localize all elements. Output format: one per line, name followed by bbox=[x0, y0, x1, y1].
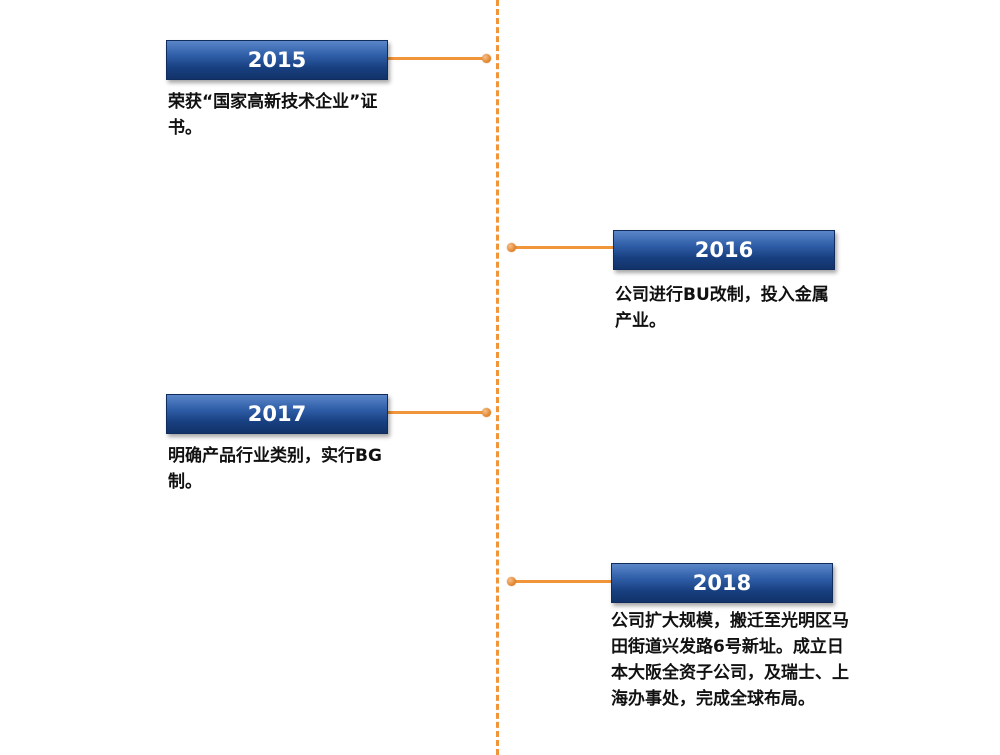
milestone-dot-2017 bbox=[482, 408, 491, 417]
year-label: 2015 bbox=[247, 48, 307, 72]
milestone-dot-2016 bbox=[507, 243, 516, 252]
year-box-2015: 2015 bbox=[166, 40, 388, 80]
milestone-dot-2018 bbox=[507, 577, 516, 586]
milestone-description-2017: 明确产品行业类别，实行BG制。 bbox=[168, 446, 382, 492]
connector-2017 bbox=[386, 411, 486, 414]
year-box-2016: 2016 bbox=[613, 230, 835, 270]
year-label: 2018 bbox=[692, 571, 752, 595]
connector-2015 bbox=[386, 57, 486, 60]
connector-2018 bbox=[512, 580, 614, 583]
year-box-2018: 2018 bbox=[611, 563, 833, 603]
connector-2016 bbox=[512, 246, 614, 249]
milestone-description-2015: 荣获“国家高新技术企业”证书。 bbox=[168, 92, 378, 138]
timeline-axis bbox=[496, 0, 499, 755]
milestone-dot-2015 bbox=[482, 54, 491, 63]
year-label: 2017 bbox=[247, 402, 307, 426]
year-label: 2016 bbox=[694, 238, 754, 262]
milestone-description-2016: 公司进行BU改制，投入金属产业。 bbox=[615, 285, 829, 331]
year-box-2017: 2017 bbox=[166, 394, 388, 434]
milestone-description-2018: 公司扩大规模，搬迁至光明区马田街道兴发路6号新址。成立日本大阪全资子公司，及瑞士… bbox=[611, 611, 849, 709]
